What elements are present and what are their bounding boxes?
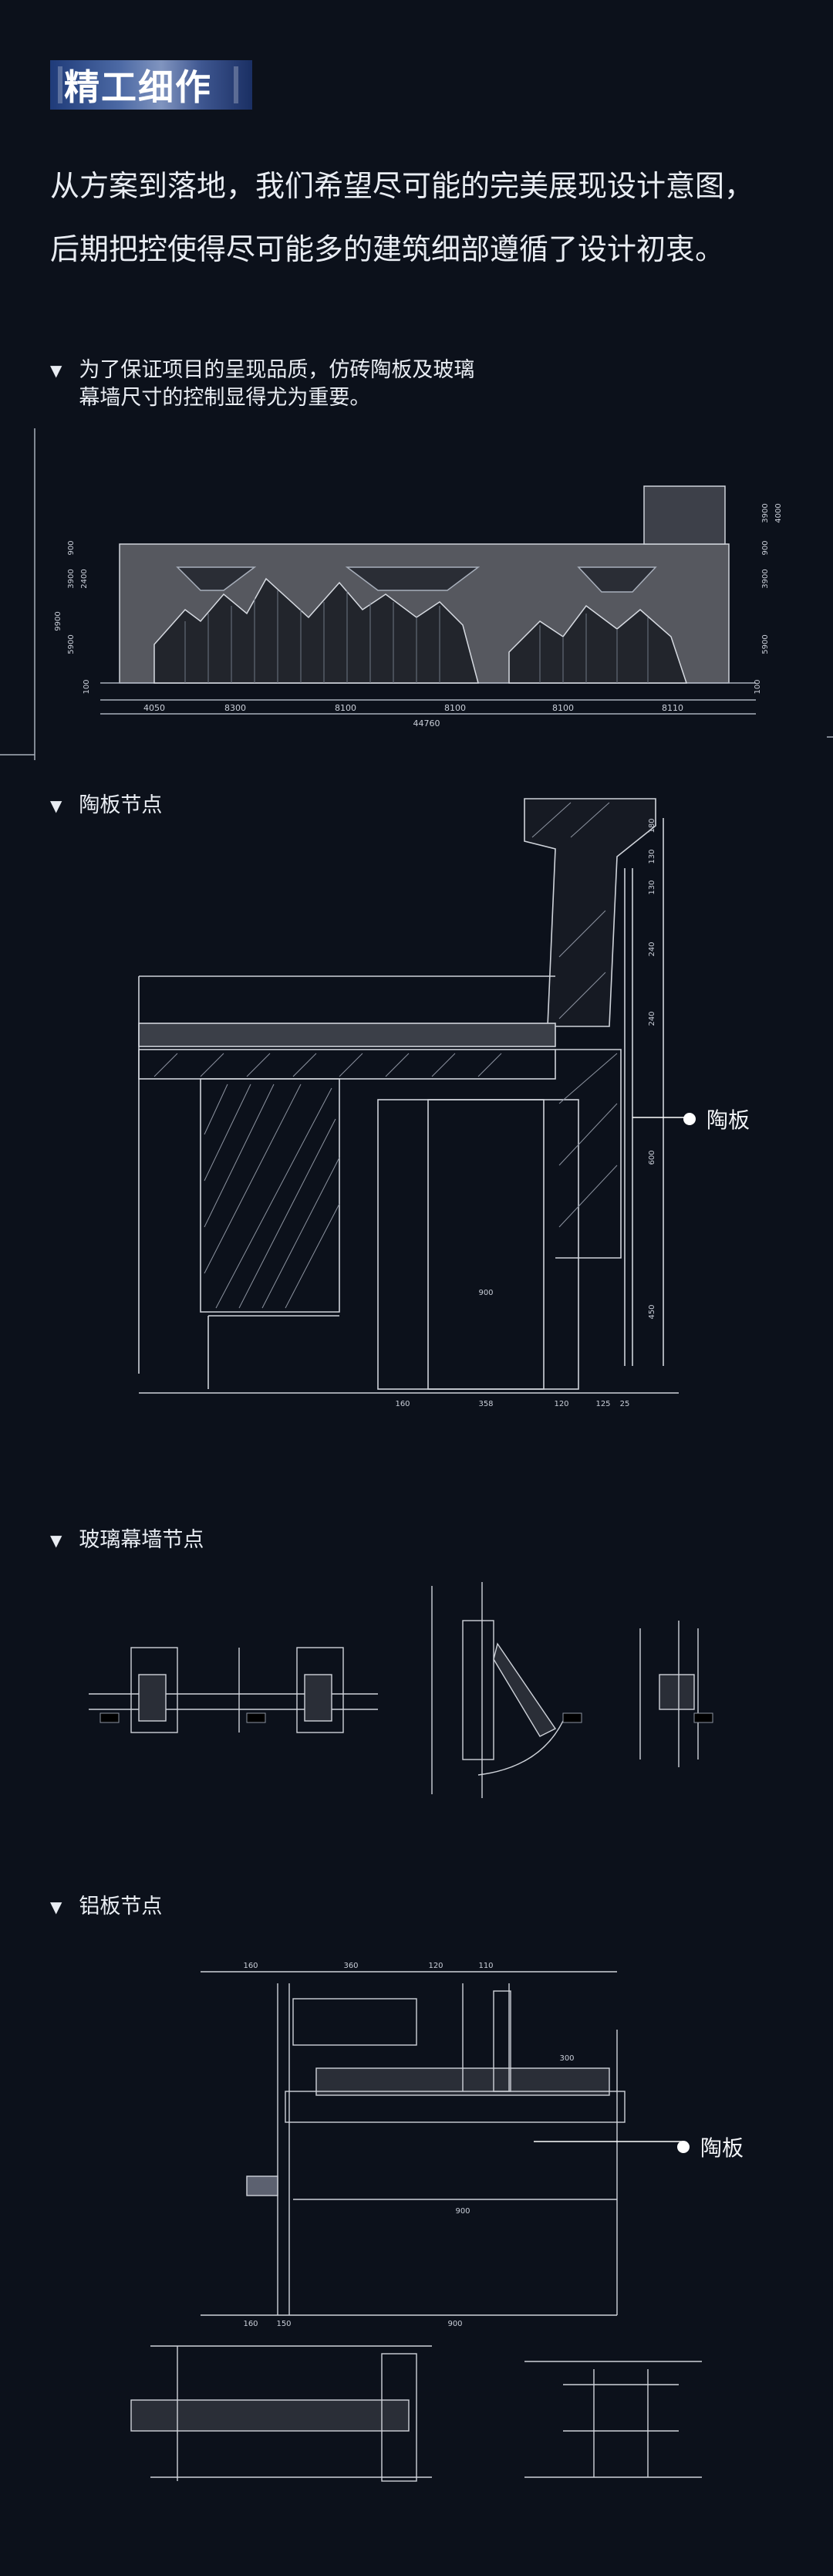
triangle-bullet-icon: ▼	[50, 1898, 62, 1916]
dim-label: 110	[478, 1962, 493, 1970]
dim-label: 150	[276, 2320, 291, 2328]
dim-label: 300	[559, 2054, 574, 2063]
dim-label: 900	[761, 540, 770, 555]
dim-label: 130	[648, 880, 656, 894]
dim-label: 25	[620, 1400, 630, 1408]
dim-label: 130	[648, 849, 656, 864]
elevation-drawing: 4050 8300 8100 8100 8100 8110 44760 900 …	[0, 428, 833, 760]
triangle-bullet-icon: ▼	[50, 361, 62, 380]
dim-label: 900	[447, 2320, 462, 2328]
dim-label: 125	[595, 1400, 610, 1408]
dim-label: 8100	[335, 703, 356, 713]
badge-accent-bar	[234, 66, 238, 103]
badge-accent-bar	[58, 66, 62, 103]
dim-label: 358	[478, 1400, 493, 1408]
triangle-bullet-icon: ▼	[50, 796, 62, 815]
dim-label: 100	[83, 679, 91, 694]
dim-label: 3900	[67, 569, 76, 588]
triangle-bullet-icon: ▼	[50, 1531, 62, 1550]
dim-label: 5900	[67, 634, 76, 654]
glass-node-drawing	[89, 1582, 713, 1798]
aluminum-node-drawing: 160 360 120 110 160 150 900 300 900	[130, 1962, 702, 2482]
dim-label: 120	[428, 1962, 443, 1970]
callout-label: 陶板	[707, 1107, 750, 1133]
aluminum-callout: 陶板	[677, 2131, 744, 2162]
dim-label: 2400	[80, 569, 89, 588]
dim-label: 9900	[54, 611, 62, 630]
callout-label: 陶板	[700, 2135, 744, 2161]
intro-line: 从方案到落地，我们希望尽可能的完美展现设计意图，	[50, 169, 754, 203]
dim-label: 100	[754, 679, 762, 694]
dim-total-label: 44760	[413, 718, 440, 729]
dim-label: 4050	[143, 703, 165, 713]
section-ceramic-node: ▼ 陶板节点	[50, 792, 162, 820]
dim-label: 5900	[761, 634, 770, 654]
dim-label: 3900	[761, 503, 770, 522]
dim-label: 8100	[444, 703, 466, 713]
dim-label: 240	[648, 941, 656, 956]
intro-line: 后期把控使得尽可能多的建筑细部遵循了设计初衷。	[50, 232, 725, 266]
ceramic-node-drawing: 160 358 120 125 25 900 180 130 130 240 2…	[138, 798, 690, 1408]
dim-label: 900	[478, 1289, 493, 1297]
section-note-line: 幕墙尺寸的控制显得尤为重要。	[79, 386, 371, 410]
dim-label: 900	[67, 540, 76, 555]
dim-label: 900	[455, 2207, 470, 2216]
dim-label: 180	[648, 818, 656, 833]
dim-label: 360	[343, 1962, 358, 1970]
dim-label: 8110	[662, 703, 683, 713]
section-note-line: 为了保证项目的呈现品质，仿砖陶板及玻璃	[79, 358, 475, 382]
intro-paragraph: 从方案到落地，我们希望尽可能的完美展现设计意图， 后期把控使得尽可能多的建筑细部…	[50, 154, 791, 281]
dim-label: 8100	[552, 703, 574, 713]
dim-label: 160	[395, 1400, 410, 1408]
dim-label: 3900	[761, 569, 770, 588]
dim-label: 600	[648, 1150, 656, 1165]
ceramic-callout: 陶板	[683, 1104, 750, 1134]
dim-label: 4000	[774, 503, 783, 522]
page-title: 精工细作	[64, 66, 212, 108]
section-aluminum-node: ▼ 铝板节点	[50, 1893, 162, 1921]
dim-label: 160	[243, 1962, 258, 1970]
section-heading: 玻璃幕墙节点	[79, 1528, 204, 1552]
section-glass-node: ▼ 玻璃幕墙节点	[50, 1526, 204, 1554]
section-elevation-note: ▼ 为了保证项目的呈现品质，仿砖陶板及玻璃 幕墙尺寸的控制显得尤为重要。	[50, 357, 474, 412]
section-title-badge: 精工细作	[50, 60, 252, 110]
dim-label: 240	[648, 1011, 656, 1026]
callout-dot-icon	[683, 1113, 696, 1125]
dim-label: 450	[648, 1304, 656, 1319]
section-heading: 陶板节点	[79, 793, 163, 817]
callout-dot-icon	[677, 2141, 690, 2153]
section-heading: 铝板节点	[79, 1895, 163, 1918]
dim-label: 120	[554, 1400, 568, 1408]
dim-label: 160	[243, 2320, 258, 2328]
dim-label: 8300	[224, 703, 246, 713]
